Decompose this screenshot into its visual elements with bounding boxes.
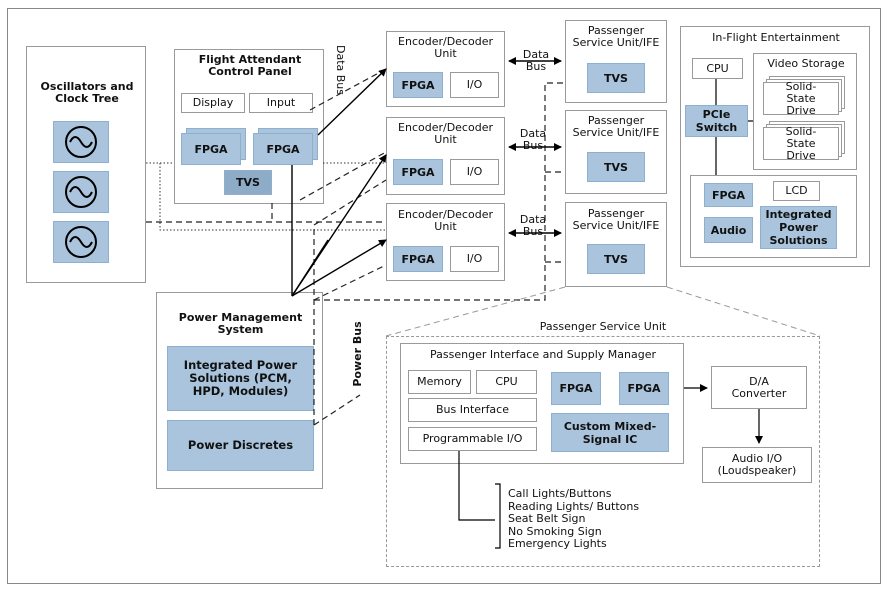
- video-storage-title: Video Storage: [767, 57, 845, 70]
- fa-panel-title: Flight Attendant Control Panel: [198, 53, 302, 78]
- pms-power-discretes: Power Discretes: [167, 420, 314, 471]
- fa-fpga-2: FPGA: [253, 133, 313, 165]
- input-box: Input: [249, 93, 313, 113]
- pms-integrated-power: Integrated Power Solutions (PCM, HPD, Mo…: [167, 346, 314, 411]
- list-item: Seat Belt Sign: [508, 512, 586, 525]
- ife-fpga: FPGA: [704, 183, 753, 207]
- psu-detail-lines: [458, 384, 763, 549]
- encoder-io: I/O: [450, 72, 499, 98]
- display-box: Display: [181, 93, 245, 113]
- ife-audio: Audio: [704, 217, 753, 243]
- encoder-io: I/O: [450, 159, 499, 185]
- power-dashed-lines: [146, 68, 565, 426]
- pism-title: Passenger Interface and Supply Manager: [430, 348, 656, 361]
- pism-bus-interface: Bus Interface: [408, 398, 537, 422]
- ssd-1: Solid-State Drive: [763, 80, 839, 116]
- psu-tvs: TVS: [587, 244, 645, 274]
- ife-integrated-power: Integrated Power Solutions: [760, 206, 837, 249]
- sine-icons: [65, 126, 97, 258]
- encoder-io: I/O: [450, 246, 499, 272]
- callout-lines: [385, 286, 821, 337]
- pism-fpga-1: FPGA: [551, 372, 601, 405]
- fa-tvs: TVS: [224, 170, 272, 195]
- psu-detail-title: Passenger Service Unit: [539, 320, 667, 333]
- pism-cpu: CPU: [476, 370, 537, 394]
- data-bus-lines: [291, 57, 562, 297]
- fa-fpga-1: FPGA: [181, 133, 241, 165]
- ife-lcd: LCD: [773, 181, 820, 201]
- ife-cpu: CPU: [692, 58, 743, 79]
- ife-internal-lines: [715, 79, 753, 175]
- pism-fpga-2: FPGA: [619, 372, 669, 405]
- list-item: Emergency Lights: [508, 537, 607, 550]
- pism-programmable-io: Programmable I/O: [408, 427, 537, 451]
- encoder-fpga: FPGA: [393, 72, 443, 98]
- list-item: Reading Lights/ Buttons: [508, 499, 640, 513]
- pism-memory: Memory: [408, 370, 471, 394]
- ife-title: In-Flight Entertainment: [712, 31, 840, 44]
- encoder-title: Encoder/Decoder Unit: [398, 121, 493, 146]
- da-converter: D/A Converter: [711, 366, 807, 409]
- ife-pcie-switch: PCIe Switch: [685, 105, 748, 137]
- audio-io: Audio I/O (Loudspeaker): [702, 447, 812, 483]
- pism-custom-ic: Custom Mixed-Signal IC: [551, 413, 669, 452]
- psu-ife-title: Passenger Service Unit/IFE: [572, 207, 660, 232]
- oscillators-title: Oscillators and Clock Tree: [40, 80, 134, 105]
- psu-ife-1: Passenger Service Unit/IFE: [565, 20, 667, 103]
- psu-tvs: TVS: [587, 152, 645, 182]
- encoder-fpga: FPGA: [393, 246, 443, 272]
- psu-ife-title: Passenger Service Unit/IFE: [572, 24, 660, 49]
- encoder-title: Encoder/Decoder Unit: [398, 208, 493, 233]
- psu-ife-title: Passenger Service Unit/IFE: [572, 114, 660, 139]
- list-item: No Smoking Sign: [508, 524, 602, 538]
- clock-dotted-lines: [146, 162, 386, 231]
- ssd-2: Solid-State Drive: [763, 125, 839, 161]
- encoder-fpga: FPGA: [393, 159, 443, 185]
- outputs-list: Call Lights/Buttons Reading Lights/ Butt…: [508, 487, 640, 551]
- psu-tvs: TVS: [587, 63, 645, 93]
- pms-title: Power Management System: [178, 311, 303, 336]
- list-item: Call Lights/Buttons: [508, 487, 612, 500]
- encoder-title: Encoder/Decoder Unit: [398, 35, 493, 60]
